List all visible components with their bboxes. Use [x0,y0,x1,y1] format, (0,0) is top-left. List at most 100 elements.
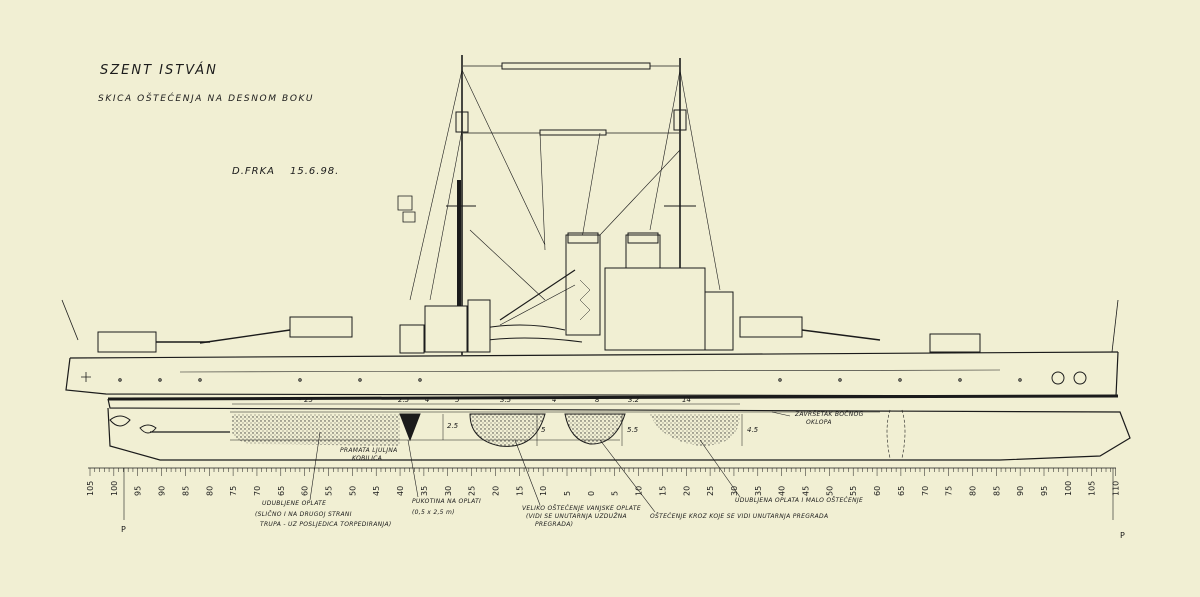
damage-note-1: UDUBLJENE OPLATE [262,500,326,507]
dim-label: ~ 25 [296,396,314,404]
turret-2-guns [199,329,291,344]
rigging [649,69,681,231]
damage-note-1: TRUPA - UZ POSLJEDICA TORPEDIRANJA) [260,521,392,528]
turret-1 [97,331,157,353]
midship-deckhouse [604,267,706,351]
rigging [539,132,546,251]
dim-label: 5 [541,426,546,434]
scale-label: 65 [277,486,286,496]
scale-label: 15 [658,486,667,496]
rigging [461,69,546,246]
damage-hole-bulkhead [564,413,626,445]
scale-label: 25 [468,486,477,496]
drawing-date: 15.6.98. [290,166,339,177]
dimension-labels: ~ 25 2.5 4 5 3.5 4 8 3.2 14 2.5 5 5.5 4.… [296,396,759,434]
stern-gallery-icon [1073,371,1087,385]
scale-label: 100 [110,481,119,496]
scale-label: 0 [587,491,596,496]
dim-label: 14 [682,396,691,404]
scale-label: 55 [325,486,334,496]
scale-label: 70 [253,486,262,496]
keel-note: PRAMATA LJULJNA [340,447,398,454]
drawing-author: D.FRKA [232,166,275,177]
dim-label: 3.2 [628,396,640,404]
scale-label: 75 [229,486,238,496]
damage-note-2: (0,5 x 2,5 m) [412,509,455,516]
damage-note-3: (VIDI SE UNUTARNJA UZDUŽNA [526,512,627,520]
propeller-icon [139,424,157,434]
scale-label: 10 [539,486,548,496]
flag-icon [397,195,413,211]
annotations: PRAMATA LJULJNA KOBILICA ZAVRŠETAK BOČNO… [255,411,864,528]
dim-label: 5 [455,396,460,404]
armor-note: OKLOPA [806,419,832,426]
aft-funnel-cap [627,232,659,244]
main-top [673,109,687,131]
scale-label: 25 [706,486,715,496]
anchor-icon [81,372,91,382]
scale-label: 50 [825,486,834,496]
damage-crack [399,413,421,442]
armor-note: ZAVRŠETAK BOČNOG [794,411,864,418]
scale-label: 40 [778,486,787,496]
scale-label: 105 [1088,481,1097,496]
scale-label: 45 [802,486,811,496]
turret-2 [289,316,353,338]
scale-label: 80 [205,486,214,496]
aft-bridge [704,291,734,351]
rigging [469,229,546,301]
turret-3 [739,316,803,338]
armor-end-line [886,409,906,459]
damage-large-hole [469,413,546,447]
portholes [118,378,1022,382]
scale-label: 85 [992,486,1001,496]
boat-crane [499,284,576,326]
scale-label: 50 [348,486,357,496]
hull-underwater [107,398,1131,461]
scale-label: 30 [444,486,453,496]
dim-label: 5.5 [627,426,639,434]
casemate-line [179,369,1001,373]
drawing-title: SZENT ISTVÁN [100,62,218,78]
damage-note-1: (SLIČNO I NA DRUGOJ STRANI [255,511,352,518]
turret-3-guns [801,329,881,341]
scale-label: 80 [968,486,977,496]
rigging [679,69,721,291]
scale-label: 35 [754,486,763,496]
stern-staff [1111,299,1119,353]
scale-label: 85 [181,486,190,496]
scale-label: 10 [635,486,644,496]
scale-label: 75 [945,486,954,496]
fore-funnel-cap [567,232,599,244]
fore-top [455,111,469,133]
scale-label: 70 [921,486,930,496]
boat-crane [499,269,576,321]
scale-label: 5 [611,491,620,496]
scale-label: 110 [1112,481,1121,496]
scale-label: 95 [134,486,143,496]
damage-note-3: VELIKO OŠTEĆENJE VANJSKE OPLATE [522,505,641,512]
dim-label: 8 [595,396,600,404]
scale-label: 90 [158,486,167,496]
leader-lines [309,411,791,513]
damage-note-5: UDUBLJENA OPLATA I MALO OŠTEĆENJE [735,497,863,504]
scale-label: 40 [396,486,405,496]
damage-note-2: PUKOTINA NA OPLATI [412,498,481,505]
scale-label: 60 [301,486,310,496]
conning-tower [467,299,491,353]
perpendicular-fore-label: P [1120,531,1125,540]
damage-note-3: PREGRADA) [535,521,573,528]
turret-4 [929,333,981,353]
propeller-icon [109,415,131,427]
scale-label: 15 [515,486,524,496]
dim-label: 4 [552,396,556,404]
perpendicular-aft-label: P [121,525,126,534]
dim-label: 3.5 [500,396,512,404]
scale-label: 65 [897,486,906,496]
flag-icon [402,211,416,223]
scale-label: 20 [682,486,691,496]
scale-label: 90 [1016,486,1025,496]
damage-note-4: OŠTEĆENJE KROZ KOJE SE VIDI UNUTARNJA PR… [650,513,828,520]
drawing-subtitle: SKICA OŠTEĆENJA NA DESNOM BOKU [98,92,314,104]
